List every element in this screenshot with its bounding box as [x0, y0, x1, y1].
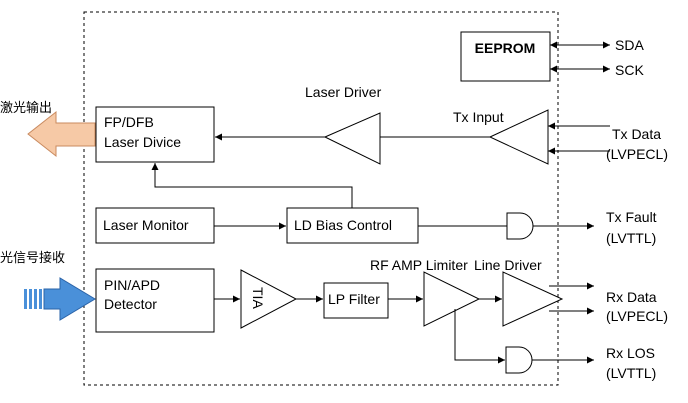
pin-apd-line2: Detector [104, 296, 157, 312]
rx-data-label: Rx Data [606, 289, 657, 305]
line-driver-label: Line Driver [474, 257, 542, 273]
laser-monitor-label: Laser Monitor [103, 217, 189, 233]
lp-filter-block [323, 282, 389, 319]
limiter-to-los-gate [454, 309, 505, 364]
rx-input-label: 光信号接收 [0, 250, 65, 266]
rx-los-label: Rx LOS [606, 345, 655, 361]
eeprom-block [460, 31, 551, 82]
ld-bias-control-label: LD Bias Control [294, 217, 392, 233]
rf-amp-limiter-label: RF AMP Limiter [370, 257, 468, 273]
tx-data-standard: (LVPECL) [606, 146, 668, 162]
rx-los-standard: (LVTTL) [606, 365, 656, 381]
rx-los-gate [505, 346, 533, 374]
tx-fault-gate [506, 212, 534, 240]
pin-apd-line1: PIN/APD [104, 277, 160, 293]
rx-data-standard: (LVPECL) [606, 308, 668, 324]
laser-device-block [95, 106, 215, 163]
laser-output-arrow [27, 110, 96, 158]
ld-bias-control-block [286, 207, 419, 244]
rf-amp-limiter [423, 271, 481, 327]
laser-monitor-block [95, 207, 215, 244]
rx-input-arrow [24, 277, 96, 321]
laser-device-line1: FP/DFB [104, 114, 154, 130]
sda-label: SDA [615, 37, 644, 53]
tx-input-label: Tx Input [453, 109, 504, 125]
tx-input-amp [488, 109, 549, 165]
bias-to-laser [151, 163, 353, 208]
scl-label: SCK [615, 62, 644, 78]
eeprom-label: EEPROM [475, 40, 536, 56]
module-boundary [83, 11, 559, 386]
tx-data-label: Tx Data [612, 126, 661, 142]
laser-device-line2: Laser Divice [104, 134, 181, 150]
laser-output-label: 激光输出 [0, 100, 52, 116]
lp-filter-label: LP Filter [328, 291, 380, 307]
pin-apd-detector-block [95, 268, 215, 333]
tx-fault-standard: (LVTTL) [606, 230, 656, 246]
laser-driver-amp [323, 112, 381, 165]
line-driver-amp [502, 271, 564, 327]
laser-driver-label: Laser Driver [305, 84, 382, 100]
tx-fault-label: Tx Fault [606, 209, 657, 225]
tia-label: TIA [250, 287, 266, 309]
tia-amp [240, 269, 298, 329]
